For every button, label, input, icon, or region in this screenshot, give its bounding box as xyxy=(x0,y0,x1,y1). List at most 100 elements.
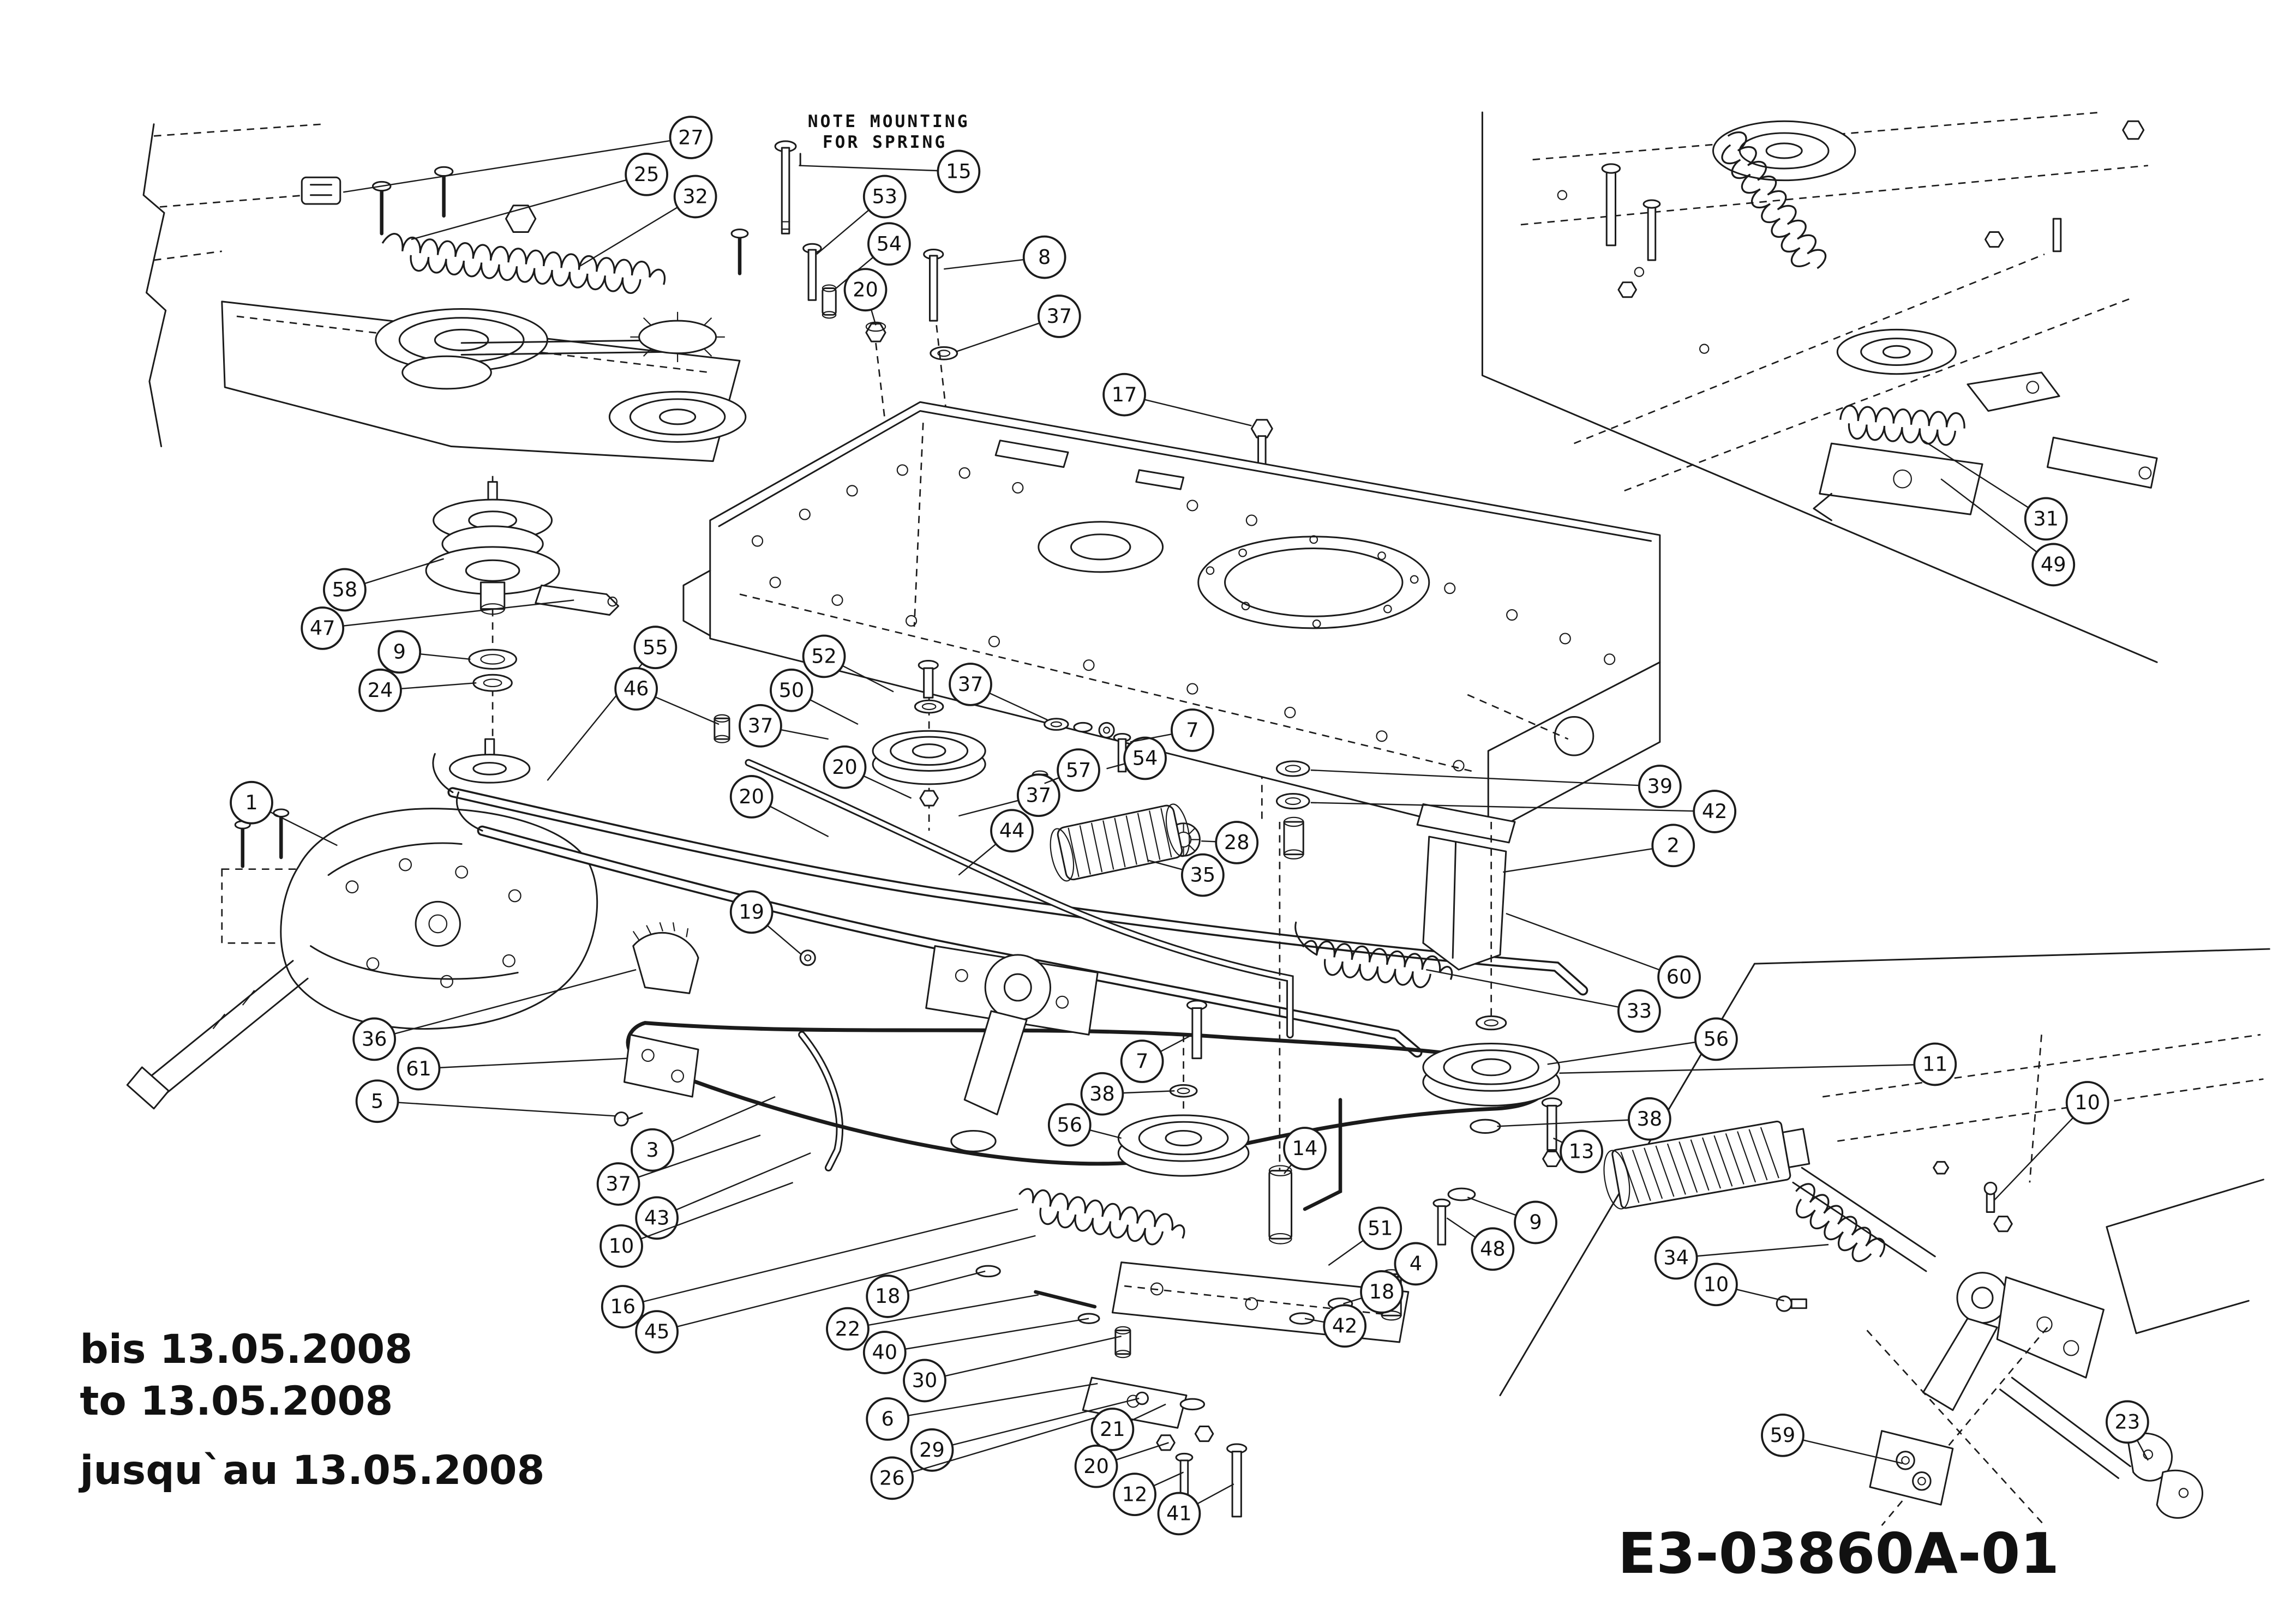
callout-7: 7 xyxy=(1120,1034,1193,1083)
callout-balloon xyxy=(843,268,888,312)
callout-number: 10 xyxy=(1704,1273,1729,1296)
callout-balloon xyxy=(1074,1444,1118,1488)
callout-18: 18 xyxy=(866,1270,986,1318)
callout-balloon xyxy=(1360,1270,1404,1314)
callout-balloon xyxy=(2105,1400,2149,1444)
callout-balloon xyxy=(1180,853,1225,897)
callout-number: 25 xyxy=(634,163,660,186)
callout-number: 3 xyxy=(646,1138,658,1162)
callout-number: 9 xyxy=(1529,1211,1542,1234)
callout-5: 5 xyxy=(355,1079,616,1123)
callout-51: 51 xyxy=(1328,1206,1402,1266)
leader-line xyxy=(1503,848,1653,873)
callout-number: 50 xyxy=(779,678,805,702)
callout-balloon xyxy=(669,116,713,159)
callout-number: 30 xyxy=(912,1369,938,1392)
callout-41: 41 xyxy=(1157,1483,1234,1536)
callout-13: 13 xyxy=(1553,1129,1603,1174)
spacer xyxy=(822,287,837,316)
callout-balloon xyxy=(355,1079,399,1123)
callout-balloon xyxy=(1120,1039,1164,1083)
callout-47: 47 xyxy=(301,599,574,650)
callout-balloon xyxy=(1283,1127,1327,1170)
callout-number: 20 xyxy=(832,755,858,779)
callout-14: 14 xyxy=(1283,1127,1327,1174)
callout-number: 17 xyxy=(1112,383,1137,406)
bearing xyxy=(468,648,517,670)
callout-17: 17 xyxy=(1102,372,1252,426)
callout-6: 6 xyxy=(866,1382,1098,1441)
callout-number: 1 xyxy=(245,791,257,814)
callout-20: 20 xyxy=(823,745,912,799)
callout-number: 37 xyxy=(748,714,774,737)
leader-line xyxy=(1426,969,1619,1008)
inset-bottom-right xyxy=(1499,948,2270,1526)
callout-number: 42 xyxy=(1702,800,1728,823)
leader-line xyxy=(958,800,1019,817)
callout-58: 58 xyxy=(323,558,444,612)
callout-38: 38 xyxy=(1080,1072,1175,1116)
bellcrank-plate xyxy=(1996,1276,2105,1379)
callout-45: 45 xyxy=(635,1235,1036,1354)
side-hole xyxy=(1554,716,1594,756)
leader-line xyxy=(398,1102,616,1117)
callout-number: 20 xyxy=(1083,1454,1109,1478)
callout-56: 56 xyxy=(1547,1017,1738,1065)
callout-number: 20 xyxy=(739,785,764,808)
callout-number: 6 xyxy=(882,1407,894,1430)
callout-37: 37 xyxy=(958,773,1060,817)
callout-27: 27 xyxy=(343,116,713,193)
callout-balloon xyxy=(1638,765,1682,808)
callout-number: 35 xyxy=(1190,863,1216,887)
callout-number: 47 xyxy=(310,616,335,640)
callout-balloon xyxy=(862,175,907,219)
callout-2: 2 xyxy=(1503,823,1695,873)
leader-line xyxy=(1144,399,1252,426)
leader-line xyxy=(1497,1119,1629,1127)
callout-number: 11 xyxy=(1922,1053,1948,1076)
callout-55: 55 xyxy=(547,626,678,781)
callout-1: 1 xyxy=(230,780,338,846)
callout-31: 31 xyxy=(1922,440,2068,541)
callout-number: 36 xyxy=(362,1027,387,1051)
leader-line xyxy=(1343,1297,1363,1305)
callout-48: 48 xyxy=(1446,1217,1515,1271)
callout-number: 45 xyxy=(644,1320,670,1343)
callout-balloon xyxy=(1022,235,1066,279)
leader-line xyxy=(1696,1243,1829,1257)
belt-guard-cup xyxy=(1422,835,1507,971)
callout-balloon xyxy=(910,1428,954,1472)
engine-opening xyxy=(1197,536,1430,629)
callout-balloon xyxy=(601,1285,645,1329)
hook-clip xyxy=(2126,1432,2173,1482)
callout-20: 20 xyxy=(1074,1442,1169,1488)
callout-balloon xyxy=(903,1358,946,1403)
callout-57: 57 xyxy=(1044,748,1100,792)
callout-balloon xyxy=(866,1397,910,1441)
callout-balloon xyxy=(1016,773,1060,817)
anchor-plate xyxy=(1082,1376,1188,1429)
flange-nut xyxy=(865,323,886,342)
callout-12: 12 xyxy=(1113,1471,1184,1517)
callout-3: 3 xyxy=(631,1096,776,1172)
callout-number: 49 xyxy=(2041,553,2066,576)
callout-balloon xyxy=(937,149,981,194)
callout-59: 59 xyxy=(1761,1413,1903,1464)
callout-number: 43 xyxy=(644,1206,670,1230)
belt-clip xyxy=(301,176,341,205)
leader-line xyxy=(1802,1439,1903,1464)
callout-balloon xyxy=(323,568,367,612)
leader-line xyxy=(1160,1034,1193,1053)
callout-28: 28 xyxy=(1201,821,1259,864)
callout-number: 27 xyxy=(678,125,704,149)
callout-number: 21 xyxy=(1100,1417,1125,1441)
variator-bracket xyxy=(535,584,620,616)
leader-line xyxy=(400,682,477,690)
callout-number: 57 xyxy=(1066,758,1092,782)
callout-number: 5 xyxy=(371,1089,383,1113)
right-bracket-assembly xyxy=(1275,760,1516,988)
callout-balloon xyxy=(673,175,717,219)
leader-line xyxy=(1559,1064,1915,1074)
callout-26: 26 xyxy=(870,1415,1101,1500)
callout-balloon xyxy=(802,634,846,678)
